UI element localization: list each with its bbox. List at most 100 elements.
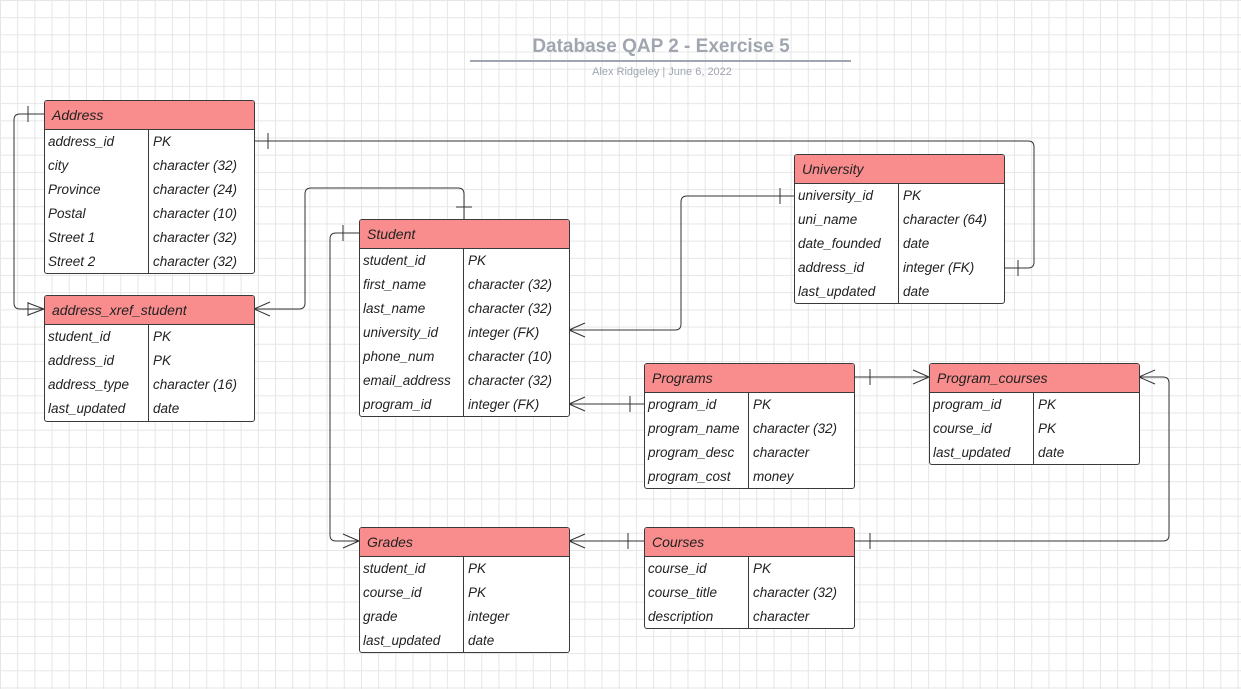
field-type: PK	[903, 188, 922, 203]
field-name: last_updated	[795, 280, 899, 303]
entity-title: Courses	[645, 528, 854, 557]
field-type: integer (FK)	[468, 397, 540, 412]
entity-title: Program_courses	[930, 364, 1139, 393]
field-name: address_id	[45, 349, 149, 373]
field-name: course_title	[645, 581, 749, 605]
field-name: last_updated	[45, 397, 149, 421]
field-type: integer (FK)	[903, 260, 975, 275]
field-name: address_type	[45, 373, 149, 397]
entity-fields: university_id PK uni_name character (64) d…	[795, 184, 1004, 303]
field-row: description character	[645, 605, 854, 628]
field-name: last_updated	[930, 441, 1034, 464]
field-name: Province	[45, 178, 149, 202]
field-name: university_id	[795, 184, 899, 208]
field-row: program_desc character	[645, 441, 854, 465]
field-row: student_id PK	[360, 557, 569, 581]
field-name: first_name	[360, 273, 464, 297]
field-row: address_id PK	[45, 130, 254, 154]
field-type: character (32)	[468, 277, 553, 292]
field-type: PK	[1038, 397, 1057, 412]
field-row: last_updated date	[45, 397, 254, 421]
field-name: last_name	[360, 297, 464, 321]
field-name: program_desc	[645, 441, 749, 465]
field-name: uni_name	[795, 208, 899, 232]
field-row: Postal character (10)	[45, 202, 254, 226]
field-name: address_id	[45, 130, 149, 154]
field-type: date	[1038, 445, 1065, 460]
field-name: description	[645, 605, 749, 628]
field-type: date	[903, 284, 930, 299]
field-name: phone_num	[360, 345, 464, 369]
title-divider	[470, 60, 851, 62]
field-type: character	[753, 609, 810, 624]
field-type: character (24)	[153, 182, 238, 197]
field-row: phone_num character (10)	[360, 345, 569, 369]
field-row: uni_name character (64)	[795, 208, 1004, 232]
field-name: program_cost	[645, 465, 749, 488]
field-type: character	[753, 445, 810, 460]
field-name: program_name	[645, 417, 749, 441]
page-subtitle: Alex Ridgeley | June 6, 2022	[592, 66, 732, 78]
field-type: date	[153, 401, 180, 416]
connector-xref-student	[254, 187, 465, 310]
field-name: Postal	[45, 202, 149, 226]
field-type: character (32)	[468, 301, 553, 316]
field-row: last_name character (32)	[360, 297, 569, 321]
field-name: student_id	[360, 249, 464, 273]
connector-program-courses-courses	[854, 376, 1170, 542]
connector-address-university	[254, 140, 1035, 269]
field-row: program_cost money	[645, 465, 854, 488]
field-row: university_id PK	[795, 184, 1004, 208]
field-type: character (32)	[153, 158, 238, 173]
field-type: PK	[468, 561, 487, 576]
connector-address-xref	[13, 113, 44, 310]
field-type: character (16)	[153, 377, 238, 392]
field-row: course_title character (32)	[645, 581, 854, 605]
connector-student-university	[569, 195, 794, 331]
field-type: character (32)	[753, 585, 838, 600]
field-type: PK	[468, 585, 487, 600]
field-name: student_id	[360, 557, 464, 581]
field-name: Street 1	[45, 226, 149, 250]
field-type: integer	[468, 609, 510, 624]
field-name: last_updated	[360, 629, 464, 652]
field-type: PK	[153, 134, 172, 149]
field-type: character (32)	[753, 421, 838, 436]
entity-title: Grades	[360, 528, 569, 557]
field-type: character (64)	[903, 212, 988, 227]
field-type: character (10)	[153, 206, 238, 221]
field-row: last_updated date	[930, 441, 1139, 464]
field-type: money	[753, 469, 794, 484]
field-type: character (10)	[468, 349, 553, 364]
entity-title: Programs	[645, 364, 854, 393]
field-row: Province character (24)	[45, 178, 254, 202]
field-type: PK	[468, 253, 487, 268]
field-name: course_id	[645, 557, 749, 581]
